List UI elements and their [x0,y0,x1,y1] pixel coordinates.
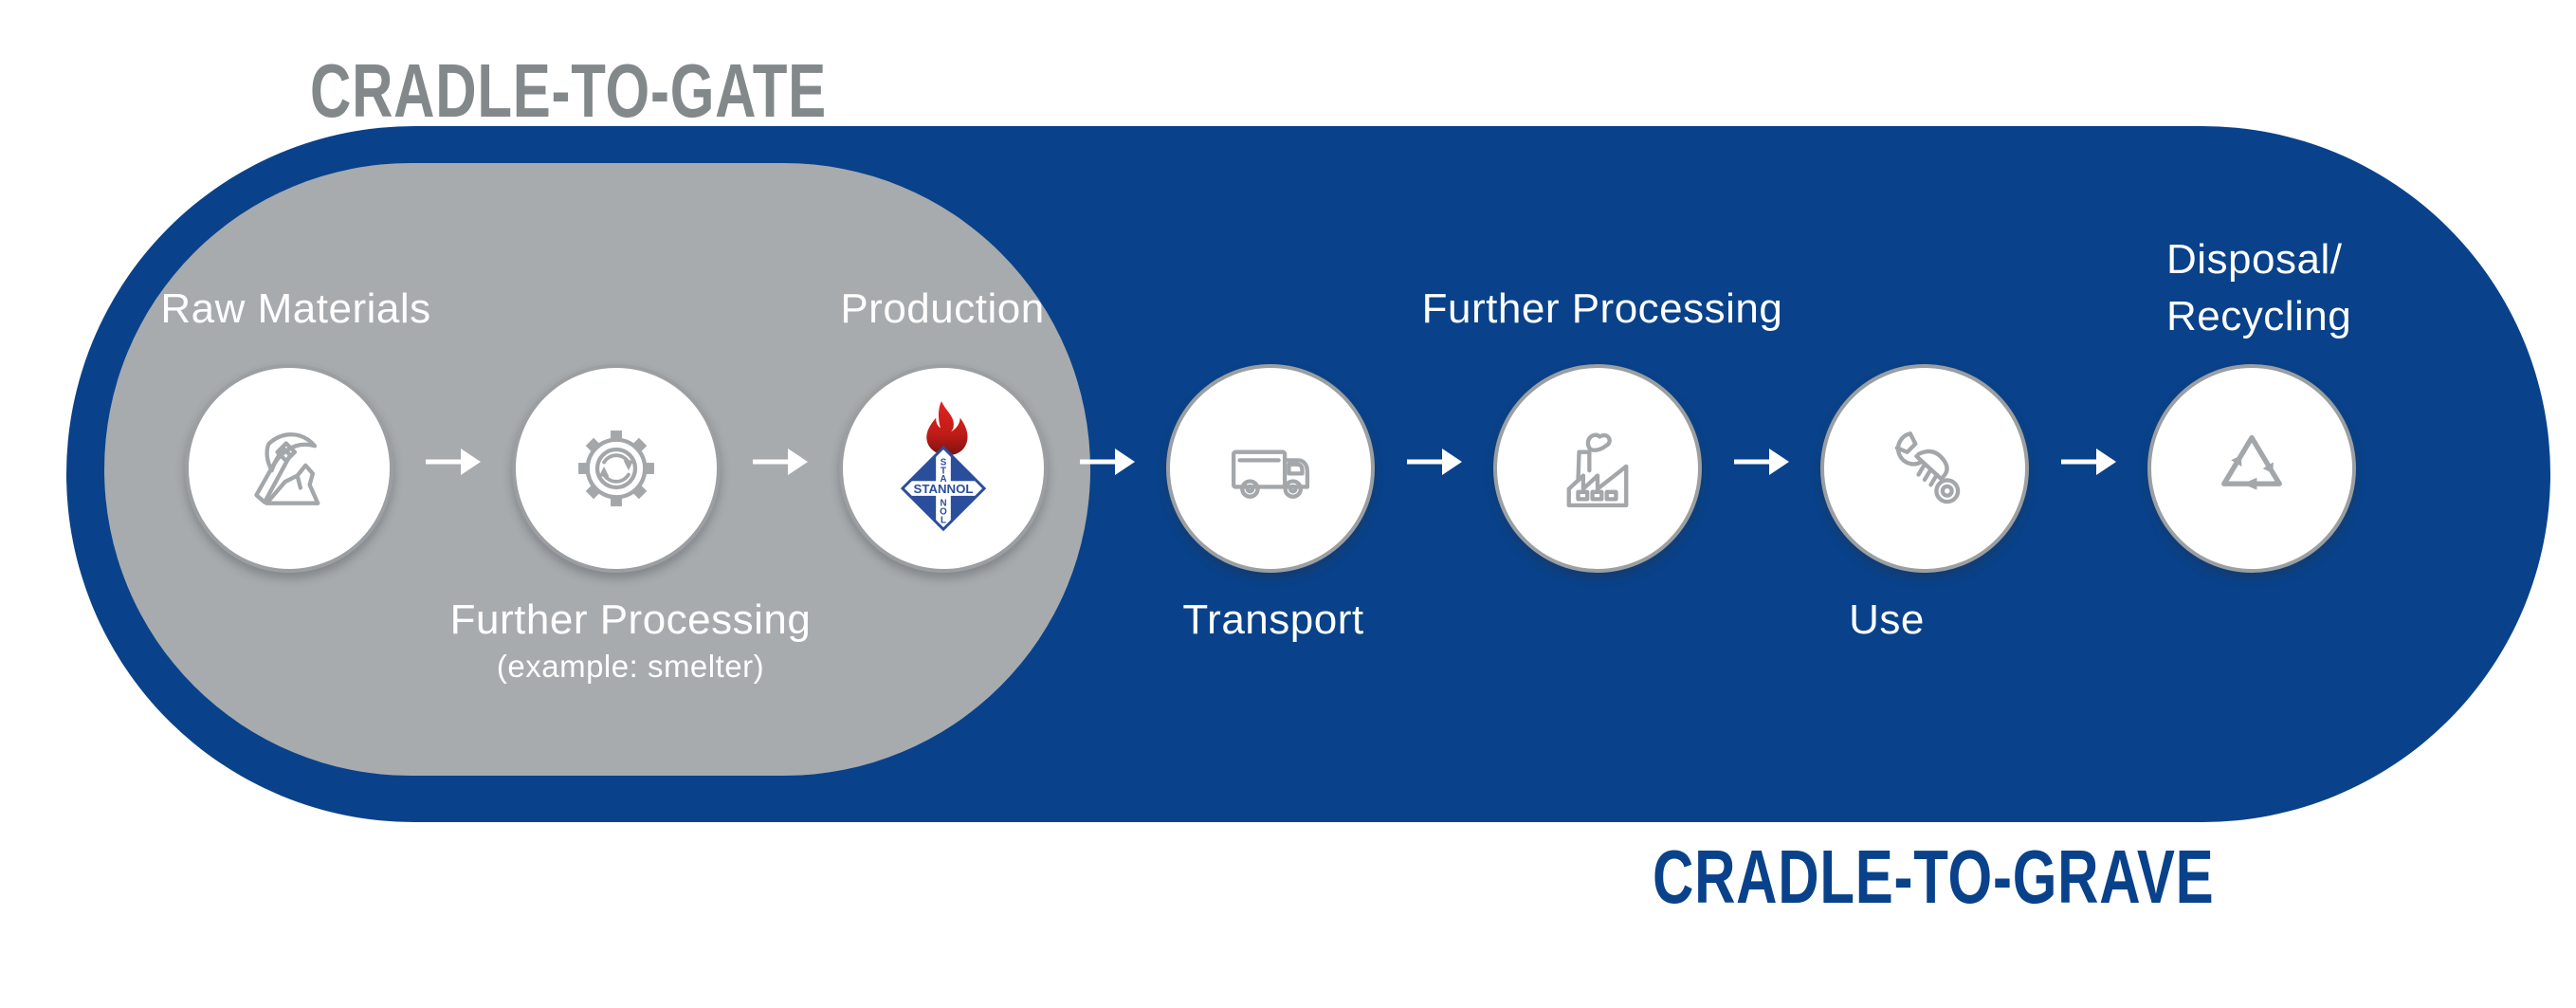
flow-arrow-icon [753,449,808,475]
stage-circle-further-processing-2 [1493,364,1702,573]
flow-arrow-icon [1407,449,1462,475]
gear-icon [578,431,654,506]
stannol-vertical-letter: O [940,506,947,517]
cradle-to-grave-title: CRADLE-TO-GRAVE [1653,839,2402,915]
stannol-vertical-letter: A [940,474,946,485]
label-disposal-recycling: Disposal/ Recycling [2166,231,2351,345]
cradle-to-grave-title-text: CRADLE-TO-GRAVE [1653,834,2215,919]
stage-circle-further-processing-1 [512,364,721,573]
wrench-hand-icon [1894,431,1961,504]
label-raw-materials: Raw Materials [160,285,431,332]
stage-circle-transport [1166,364,1375,573]
recycling-icon [2221,434,2282,490]
stannol-logo: STANNOL S T A N O L [900,400,987,531]
stannol-vertical-letter: T [941,466,946,476]
stannol-vertical-letter: L [941,515,946,525]
stage-circle-disposal-recycling [2147,364,2356,573]
cradle-to-gate-title-text: CRADLE-TO-GATE [310,48,827,133]
label-production: Production [840,285,1045,332]
stannol-vertical-letter: S [941,457,947,467]
label-transport: Transport [1182,596,1364,643]
label-example-smelter: (example: smelter) [496,649,765,684]
factory-icon [1566,432,1629,508]
flame-shape [926,400,968,455]
stage-circle-production: STANNOL S T A N O L [839,364,1048,573]
label-further-processing-1: Further Processing [449,596,812,643]
label-further-processing-2: Further Processing [1421,285,1783,332]
label-recycling-line: Recycling [2166,293,2352,339]
flow-arrow-icon [426,449,481,475]
label-disposal-line: Disposal/ [2166,236,2343,283]
pickaxe-icon [254,432,320,505]
stannol-vertical-letter: N [940,498,946,508]
cradle-to-gate-title: CRADLE-TO-GATE [310,53,999,129]
stage-circle-raw-materials [185,364,393,573]
truck-icon [1231,449,1310,499]
flow-arrow-icon [2061,449,2116,475]
flow-arrow-icon [1734,449,1789,475]
label-use: Use [1849,596,1925,643]
stannol-wordmark-horizontal: STANNOL [914,481,974,495]
flow-arrow-icon [1080,449,1135,475]
stage-circle-use [1820,364,2029,573]
